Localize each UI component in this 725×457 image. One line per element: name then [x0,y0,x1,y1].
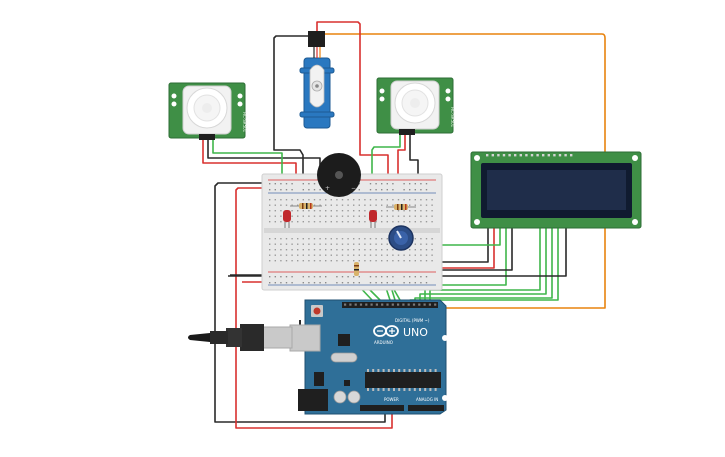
wire-servo-vcc[interactable] [316,21,389,180]
pir-sensor-left[interactable]: HC-SR501 [168,82,247,140]
wire-pir-right-vcc[interactable] [397,133,406,180]
led-left[interactable] [283,210,291,228]
potentiometer-icon[interactable] [388,225,414,251]
wire-lcd-gnd[interactable] [440,228,489,263]
breadboard-holes [269,183,433,284]
digital-header [344,303,437,306]
wire-rail-vcc-left[interactable] [235,187,393,429]
wire-lcd-k[interactable] [440,228,513,271]
arduino-brand-label: ARDUINO [374,340,393,345]
svg-text:+: + [325,185,330,192]
arduino-model-label: UNO [403,326,428,339]
arduino-analog-label: ANALOG IN [416,397,438,402]
lcd-16x2-icon[interactable] [470,151,642,229]
led-right[interactable] [369,210,377,228]
wire-pir-left-vcc[interactable] [202,138,297,180]
pir-sensor-right[interactable]: HC-SR501 [376,77,455,135]
arduino-power-label: POWER [384,397,399,402]
arduino-digital-label: DIGITAL (PWM ~) [395,318,430,323]
wire-lcd-vcc[interactable] [440,228,495,269]
wire-lcd-en[interactable] [429,228,541,303]
pir-left-label: HC-SR501 [242,112,247,133]
wire-pir-right-out[interactable] [371,133,401,180]
resistor-left[interactable] [290,203,322,209]
svg-text:−: − [351,185,356,192]
lcd-header-pins [486,154,573,157]
wire-rail-gnd-left[interactable] [214,182,386,423]
wire-servo-gnd[interactable] [273,35,312,180]
piezo-buzzer-icon[interactable]: + − [317,153,361,197]
wire-pir-right-gnd[interactable] [409,133,419,180]
arduino-uno-board[interactable]: UNO ARDUINO DIGITAL (PWM ~) POWER ANALOG… [289,299,448,415]
atmega-chip-pins [367,369,437,391]
servo-motor-icon[interactable] [299,31,335,129]
wire-pir-left-out[interactable] [212,138,283,180]
arduino-logo-icon [373,325,399,337]
resistor-right[interactable] [386,204,416,210]
pir-right-label: HC-SR501 [450,107,455,128]
usb-cable-icon [188,324,293,351]
resistor-bottom[interactable] [354,262,359,276]
